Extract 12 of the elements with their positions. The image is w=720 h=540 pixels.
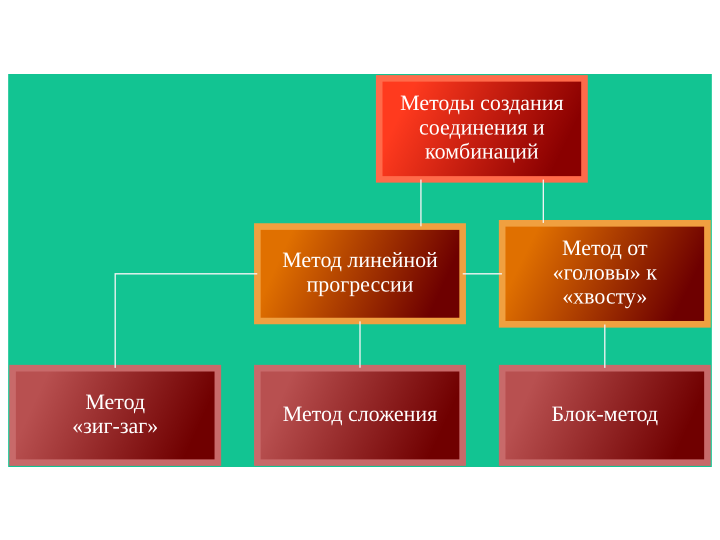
node-box: Метод линейной прогрессии [254,222,466,324]
connector [542,179,544,222]
connector [420,179,422,226]
connector [359,320,361,368]
connector [462,272,502,274]
node-box: Методы создания соединения и комбинаций [376,74,588,182]
connector [114,272,258,368]
node-box: Метод «зиг-заг» [9,364,222,466]
node-box: Метод сложения [254,364,466,466]
node-box: Блок-метод [498,364,711,466]
node-box: Метод от «головы» к «хвосту» [498,220,711,328]
connector [604,324,606,368]
